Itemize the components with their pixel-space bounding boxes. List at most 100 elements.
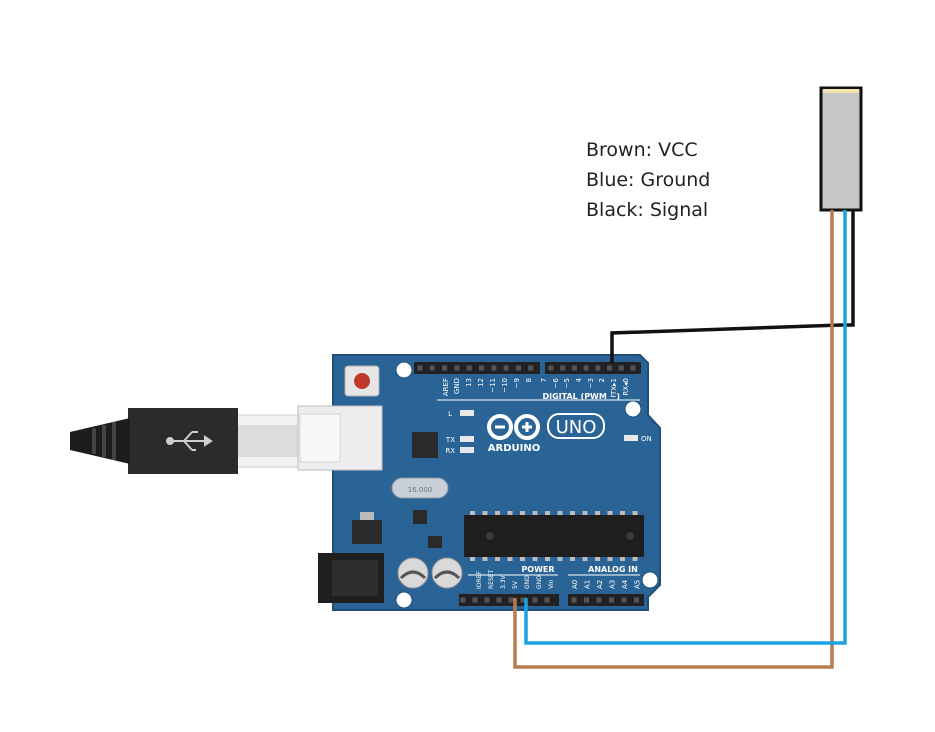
chip-pin	[495, 511, 500, 515]
usb-icon	[166, 431, 213, 451]
pin-hole	[454, 365, 460, 371]
pin-hole	[583, 365, 589, 371]
chip-dot	[626, 532, 634, 540]
digital-pin-label: ~3	[587, 378, 595, 388]
chip-pin	[632, 511, 638, 515]
regulator-tab	[360, 512, 374, 520]
digital-pin-label: AREF	[442, 378, 450, 396]
digital-pin-holes	[417, 365, 636, 371]
crystal	[391, 477, 449, 499]
led-tx-label: TX	[445, 436, 455, 444]
wire-legend: Brown: VCC Blue: Ground Black: Signal	[586, 135, 710, 225]
chip-pin	[532, 511, 538, 515]
chip-pin	[595, 557, 600, 561]
pin-hole	[548, 365, 554, 371]
wire-gnd	[524, 210, 847, 645]
pin-hole	[429, 365, 435, 371]
chip-pin	[557, 557, 563, 561]
bottom-pin-holes	[460, 597, 639, 603]
pin-hole	[607, 365, 612, 371]
pin-hole	[609, 597, 614, 603]
usb-ridge	[92, 428, 96, 454]
chip-pin	[545, 511, 550, 515]
pin-hole	[479, 365, 484, 371]
chip-pin	[507, 557, 513, 561]
pin-hole	[515, 365, 521, 371]
digital-pin-label: ~6	[552, 377, 560, 388]
small-chip	[413, 510, 427, 524]
pin-hole	[442, 365, 448, 371]
pin-hole	[532, 597, 538, 603]
usb-strain-relief	[70, 418, 130, 464]
mounting-hole	[395, 361, 413, 379]
reset-button-cap	[354, 373, 370, 389]
chip-pins	[470, 511, 638, 561]
usb-ridge	[112, 422, 116, 460]
chip-pin	[632, 557, 638, 561]
pin-hole	[417, 365, 423, 371]
pin-hole	[621, 597, 627, 603]
digital-pin-label: ~9	[513, 378, 521, 388]
digital-pin-label: 2	[598, 378, 606, 382]
pin-hole	[596, 597, 602, 603]
chip-pin	[520, 557, 525, 561]
digital-pin-label: 12	[477, 378, 485, 387]
chip-pin	[507, 511, 513, 515]
model-badge	[547, 413, 605, 439]
chip-pin	[557, 511, 563, 515]
mounting-hole	[395, 591, 413, 609]
chip-pin	[482, 557, 488, 561]
pin-hole	[634, 597, 639, 603]
led-tx	[460, 436, 474, 442]
led-rx-label: RX	[445, 447, 455, 455]
digital-pin-label: ~10	[501, 378, 509, 393]
analog-pin-label: A3	[609, 580, 617, 589]
power-pin-label: GND	[524, 575, 531, 589]
sensor	[819, 86, 863, 212]
sensor-tip	[823, 89, 859, 93]
digital-pin-label: ~5	[563, 378, 571, 388]
digital-pin-label: GND	[453, 378, 461, 394]
chip-pin	[582, 557, 588, 561]
capacitor-mark	[399, 570, 427, 580]
led-l-label: L	[448, 410, 452, 418]
analog-pin-label: A5	[634, 580, 642, 589]
digital-header-right	[545, 362, 641, 374]
wires	[513, 210, 855, 669]
power-jack-face	[332, 560, 378, 596]
voltage-regulator	[352, 520, 382, 544]
chip-pin	[532, 557, 538, 561]
crystal-label: 16.000	[408, 486, 433, 494]
chip-pin	[495, 557, 500, 561]
chip-pin	[607, 557, 613, 561]
small-chip	[428, 536, 442, 548]
pin-hole	[528, 365, 534, 371]
chip-pin	[545, 557, 550, 561]
digital-pin-label: 4	[575, 377, 583, 382]
chip-pin	[570, 511, 575, 515]
pin-hole	[571, 365, 577, 371]
digital-pin-label: TX▸1	[610, 378, 618, 396]
pin-hole	[508, 597, 514, 603]
led-on	[624, 435, 638, 441]
sensor-body	[819, 86, 863, 212]
digital-pin-label: 13	[465, 378, 473, 387]
model-label: UNO	[556, 417, 597, 438]
chip-pin	[520, 511, 525, 515]
power-pin-label: 3.3V	[500, 574, 507, 589]
led-l	[460, 410, 474, 416]
usb-ridge	[102, 425, 106, 457]
digital-pin-label: RX◂0	[622, 378, 630, 396]
pin-hole	[491, 365, 497, 371]
chip-pin	[620, 511, 625, 515]
led-rx	[460, 447, 474, 453]
power-label: POWER	[521, 565, 554, 574]
usb-port-inner	[299, 413, 341, 463]
wire-signal	[610, 210, 855, 363]
usb-cable	[70, 408, 302, 474]
digital-header-left	[414, 362, 540, 374]
digital-pin-label: 7	[540, 378, 548, 382]
